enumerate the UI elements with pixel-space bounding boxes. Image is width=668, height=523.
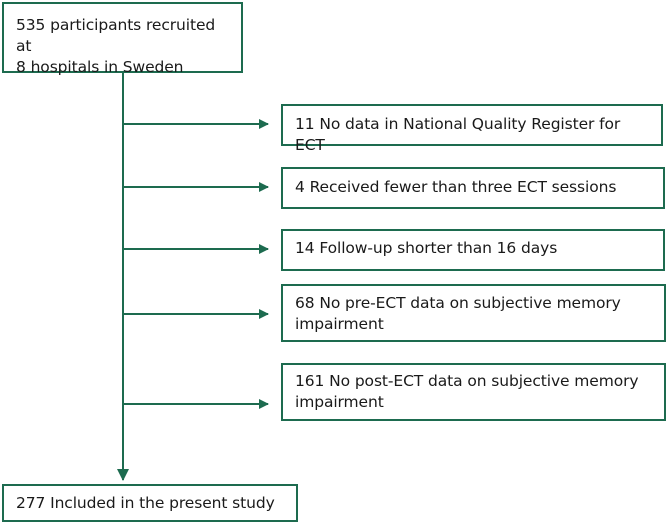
exclusion-text-line2: impairment [295, 315, 384, 333]
end-box-text: 277 Included in the present study [16, 494, 275, 512]
exclusion-box-no-post-ect-data: 161 No post-ECT data on subjective memor… [281, 363, 666, 421]
exclusion-box-short-follow-up: 14 Follow-up shorter than 16 days [281, 229, 665, 271]
exclusion-text-line1: 161 No post-ECT data on subjective memor… [295, 372, 639, 390]
end-box: 277 Included in the present study [2, 484, 298, 522]
exclusion-box-few-sessions: 4 Received fewer than three ECT sessions [281, 167, 665, 209]
start-box-line2: 8 hospitals in Sweden [16, 58, 184, 76]
exclusion-text: 14 Follow-up shorter than 16 days [295, 239, 558, 257]
exclusion-text: 11 No data in National Quality Register … [295, 115, 621, 154]
start-box-line1: 535 participants recruited at [16, 16, 216, 55]
exclusion-text: 4 Received fewer than three ECT sessions [295, 178, 617, 196]
exclusion-box-no-pre-ect-data: 68 No pre-ECT data on subjective memory … [281, 284, 666, 342]
exclusion-box-no-register-data: 11 No data in National Quality Register … [281, 104, 663, 154]
exclusion-text-line2: impairment [295, 393, 384, 411]
down-arrowhead [117, 469, 129, 481]
start-box: 535 participants recruited at 8 hospital… [2, 2, 243, 76]
exclusion-text-line1: 68 No pre-ECT data on subjective memory [295, 294, 621, 312]
